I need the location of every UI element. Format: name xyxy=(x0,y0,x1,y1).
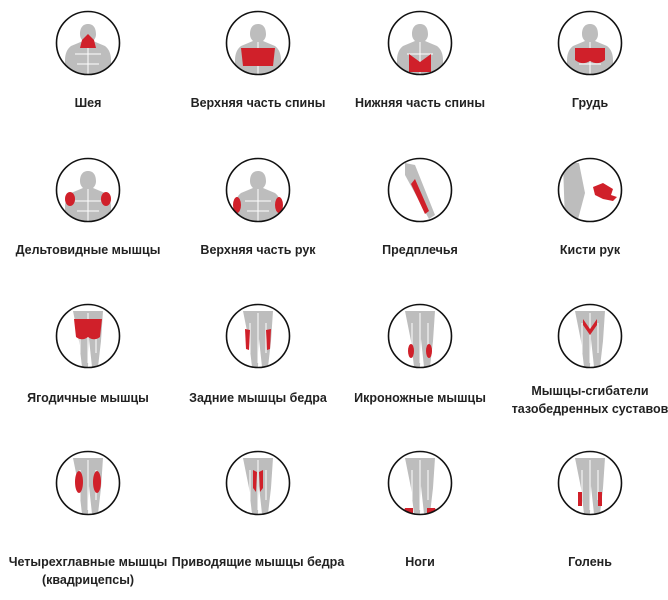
muscle-group-label: Верхняя часть спины xyxy=(190,96,326,110)
muscle-group-hipflex[interactable]: Мышцы-сгибатели тазобедренных суставов xyxy=(505,303,668,416)
deltoids-icon xyxy=(55,157,121,223)
muscle-group-label: Нижняя часть спины xyxy=(354,96,486,110)
muscle-group-neck[interactable]: Шея xyxy=(3,10,173,110)
muscle-group-label: Дельтовидные мышцы xyxy=(15,243,161,257)
muscle-group-calves[interactable]: Икроножные мышцы xyxy=(335,303,505,405)
muscle-group-label: Верхняя часть рук xyxy=(200,243,316,257)
adductors-icon xyxy=(225,450,291,516)
muscle-group-label: Задние мышцы бедра xyxy=(189,391,327,405)
muscle-group-chest[interactable]: Грудь xyxy=(505,10,668,110)
muscle-group-forearm[interactable]: Предплечья xyxy=(335,157,505,257)
feet-icon xyxy=(387,450,453,516)
muscle-group-hand[interactable]: Кисти рук xyxy=(505,157,668,257)
glutes-icon xyxy=(55,303,121,369)
muscle-group-adductors[interactable]: Приводящие мышцы бедра xyxy=(172,450,344,569)
muscle-group-shins[interactable]: Голень xyxy=(505,450,668,569)
hamstrings-icon xyxy=(225,303,291,369)
muscle-group-label: Шея xyxy=(74,96,102,110)
muscle-group-glutes[interactable]: Ягодичные мышцы xyxy=(3,303,173,405)
muscle-group-label: Ноги xyxy=(405,555,435,569)
muscle-group-label: Предплечья xyxy=(382,243,458,257)
muscle-group-upperback[interactable]: Верхняя часть спины xyxy=(173,10,343,110)
muscle-group-feet[interactable]: Ноги xyxy=(335,450,505,569)
hip-flexors-icon xyxy=(557,303,623,369)
muscle-group-label: Ягодичные мышцы xyxy=(27,391,149,405)
calves-icon xyxy=(387,303,453,369)
muscle-group-lowerback[interactable]: Нижняя часть спины xyxy=(335,10,505,110)
quadriceps-icon xyxy=(55,450,121,516)
muscle-group-label: Кисти рук xyxy=(559,243,621,257)
chest-icon xyxy=(557,10,623,76)
forearms-icon xyxy=(387,157,453,223)
muscle-group-delts[interactable]: Дельтовидные мышцы xyxy=(3,157,173,257)
upper-arms-icon xyxy=(225,157,291,223)
muscle-group-label: Икроножные мышцы xyxy=(354,391,486,405)
neck-icon xyxy=(55,10,121,76)
muscle-group-label: Голень xyxy=(568,555,612,569)
shins-icon xyxy=(557,450,623,516)
muscle-group-label: Четырехглавные мышцы (квадрицепсы) xyxy=(8,555,168,587)
muscle-group-label: Приводящие мышцы бедра xyxy=(171,555,345,569)
lower-back-icon xyxy=(387,10,453,76)
muscle-group-label: Мышцы-сгибатели тазобедренных суставов xyxy=(511,384,668,416)
hands-icon xyxy=(557,157,623,223)
muscle-group-arms[interactable]: Верхняя часть рук xyxy=(173,157,343,257)
muscle-group-label: Грудь xyxy=(571,96,609,110)
muscle-group-quads[interactable]: Четырехглавные мышцы (квадрицепсы) xyxy=(3,450,173,587)
upper-back-icon xyxy=(225,10,291,76)
muscle-group-hams[interactable]: Задние мышцы бедра xyxy=(173,303,343,405)
